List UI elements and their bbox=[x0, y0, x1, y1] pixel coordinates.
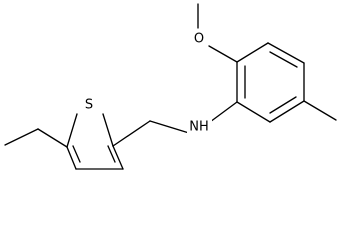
atom-nh-background bbox=[187, 119, 212, 135]
atom-s-label: S bbox=[85, 98, 93, 113]
bond-ring-inner-double-2 bbox=[269, 51, 298, 68]
bond-ring-c2-o bbox=[208, 45, 238, 63]
bond-thiophene-c2-c3 bbox=[112, 145, 124, 170]
bond-thiophene-c4-c5 bbox=[66, 146, 77, 170]
bond-thiophene-c5-s bbox=[66, 113, 78, 148]
bond-ring-c6-c1 bbox=[236, 101, 271, 123]
bond-thiophene-inner-double-2 bbox=[107, 145, 116, 163]
bond-thiophene-s-c2 bbox=[102, 113, 114, 147]
atom-labels: O S NH bbox=[82, 31, 212, 135]
bond-thiophene-c2-ch2 bbox=[112, 120, 151, 147]
bond-lines bbox=[4, 3, 337, 170]
bond-ch2-n bbox=[149, 120, 190, 134]
bond-ring-c5-c6 bbox=[269, 100, 305, 123]
bond-ring-c2-c3 bbox=[236, 42, 269, 63]
molecule-canvas: O S NH bbox=[4, 3, 337, 170]
atom-o-label: O bbox=[194, 32, 204, 47]
bond-ring-c5-methyl bbox=[303, 100, 337, 121]
atom-s-background bbox=[82, 97, 96, 113]
bond-ethyl-c2-thiophene bbox=[37, 128, 68, 148]
chemical-structure-diagram: O S NH bbox=[4, 3, 337, 170]
bond-n-ring bbox=[209, 101, 238, 123]
bond-thiophene-inner-double-1 bbox=[72, 145, 81, 163]
atom-nh-label: NH bbox=[189, 120, 209, 135]
atom-o-background bbox=[192, 31, 206, 47]
bond-ring-c3-c4 bbox=[267, 42, 305, 64]
bond-ring-inner-double-3 bbox=[269, 96, 297, 114]
bond-ethyl-c1-c2 bbox=[4, 128, 39, 146]
